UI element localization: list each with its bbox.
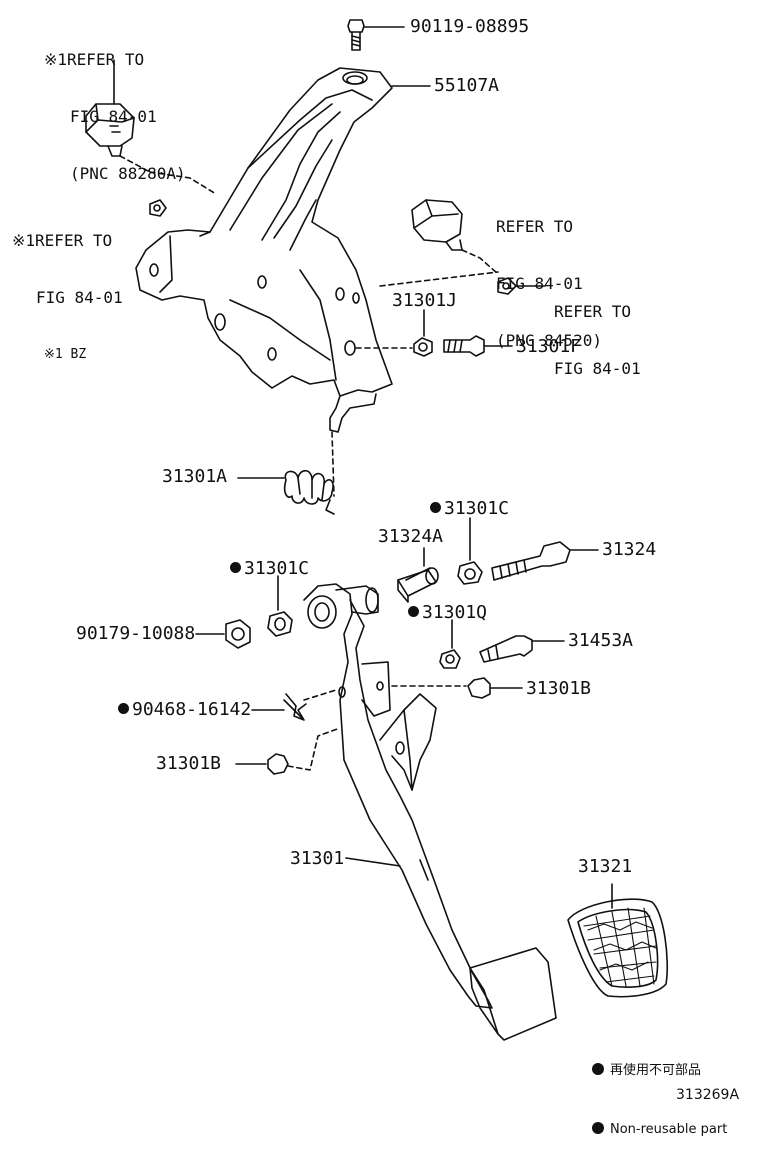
ref2-line2: FIG 84-01	[36, 288, 123, 307]
label-31301J: 31301J	[392, 290, 458, 311]
label-31324A: 31324A	[378, 526, 444, 547]
cushion-31301B-right	[391, 677, 523, 699]
pedal-assembly-diagram	[85, 19, 669, 1041]
ref2-line1: ※1REFER TO	[12, 231, 113, 250]
clip-90468	[251, 689, 337, 721]
label-31321: 31321	[578, 856, 633, 877]
bolt-90119	[347, 19, 405, 51]
pedal-support-bracket	[135, 67, 393, 433]
label-31301B-right: 31301B	[526, 678, 592, 699]
label-31301C-left: 31301C	[230, 560, 309, 578]
clutch-pedal-arm	[303, 583, 557, 1041]
bushing-31301C-top	[457, 517, 483, 585]
bolt-31301F	[443, 335, 513, 357]
bolt-31324	[491, 541, 599, 581]
label-31324: 31324	[602, 539, 657, 560]
cushion-31301B-left	[235, 727, 341, 775]
label-31301A: 31301A	[162, 466, 228, 487]
collar-31324A	[397, 547, 439, 603]
refer-note-right-nut: REFER TO FIG 84-01	[554, 264, 641, 397]
ref3-line2: FIG 84-01	[496, 274, 583, 293]
nut-31301J	[413, 309, 433, 357]
label-31301C-top: 31301C	[430, 500, 509, 518]
nut-left	[149, 199, 167, 217]
legend-non-reusable-en: Non-reusable part	[592, 1121, 727, 1139]
ref1-line2: FIG 84-01	[70, 107, 157, 126]
bushing-31301C-left	[267, 575, 293, 637]
ref3-line3: (PNC 84520)	[496, 331, 602, 350]
pedal-pad	[567, 883, 669, 998]
refer-note-88280a: ※1REFER TO FIG 84-01 (PNC 88280A)	[44, 12, 186, 202]
ref1-line1: ※1REFER TO	[44, 50, 145, 69]
label-31301: 31301	[290, 848, 345, 869]
nut-right	[497, 277, 517, 295]
bushing-31301Q	[439, 619, 461, 669]
ref1-line3: (PNC 88280A)	[70, 164, 186, 183]
spring-31301A	[237, 431, 335, 515]
refer-note-84520: REFER TO FIG 84-01 (PNC 84520)	[496, 179, 602, 369]
label-31301Q: 31301Q	[408, 604, 487, 622]
switch-right	[411, 199, 499, 275]
label-90179: 90179-10088	[76, 623, 196, 644]
label-31301F: 31301F	[516, 336, 582, 357]
label-90468: 90468-16142	[118, 701, 251, 719]
ref3-line1: REFER TO	[496, 217, 574, 236]
refer-note-left-nut: ※1REFER TO FIG 84-01	[12, 193, 123, 326]
bz-note: ※1 BZ	[44, 347, 87, 362]
nut-90179	[195, 619, 251, 649]
legend-non-reusable-jp: 再使用不可部品	[592, 1062, 727, 1080]
label-31301B-left: 31301B	[156, 753, 222, 774]
bolt-31453A	[479, 635, 565, 663]
label-31453A: 31453A	[568, 630, 634, 651]
ref4-line2: FIG 84-01	[554, 359, 641, 378]
ref4-line1: REFER TO	[554, 302, 632, 321]
label-55107A: 55107A	[434, 75, 500, 96]
stop-lamp-switch-left	[85, 59, 217, 195]
figure-id: 313269A	[676, 1087, 740, 1103]
label-90119: 90119-08895	[410, 16, 530, 37]
